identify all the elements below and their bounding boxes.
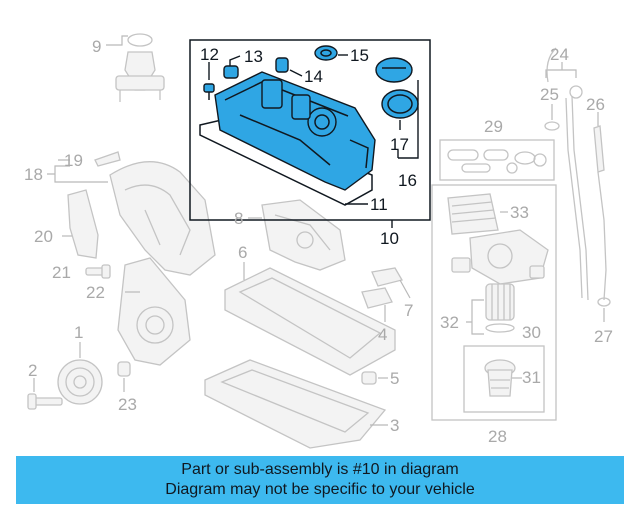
oil-filter-housing	[451, 229, 549, 285]
part-1-crank-pulley	[57, 342, 103, 405]
assembly-10-frame	[189, 39, 431, 221]
callout-7: 7	[404, 301, 413, 320]
callout-15: 15	[350, 46, 369, 65]
callout-4: 4	[378, 325, 387, 344]
callout-labels: 1 2 3 4 5 6 7 8 9 10 11 12 13 14 15 16 1…	[24, 37, 613, 446]
callout-13: 13	[244, 47, 263, 66]
part-9-oil-level-sensor	[106, 33, 165, 102]
part-14-grommet	[275, 57, 289, 73]
callout-28: 28	[488, 427, 507, 446]
callout-32: 32	[440, 313, 459, 332]
part-4-gasket	[361, 287, 393, 322]
callout-19: 19	[64, 151, 83, 170]
part-24-dipstick-assembly	[545, 47, 589, 301]
part-16-filler-cap	[375, 57, 413, 83]
part-10-valve-cover-assembly	[189, 39, 431, 228]
callout-29: 29	[484, 117, 503, 136]
callout-1: 1	[74, 323, 83, 342]
callout-12: 12	[200, 45, 219, 64]
part-31-filter-cap	[484, 359, 522, 397]
callout-26: 26	[586, 95, 605, 114]
part-32-oil-filter-element	[466, 283, 515, 335]
group-29-frame	[439, 139, 555, 181]
callout-14: 14	[304, 67, 323, 86]
callout-24: 24	[550, 45, 569, 64]
part-2-pulley-bolt	[27, 378, 63, 410]
part-33-oil-cooler	[447, 193, 508, 235]
notice-line-2: Diagram may not be specific to your vehi…	[165, 481, 475, 498]
group-30-frame	[463, 345, 545, 413]
callout-2: 2	[28, 361, 37, 380]
callout-17: 17	[390, 135, 409, 154]
callout-33: 33	[510, 203, 529, 222]
part-29-seal-kit	[439, 139, 555, 181]
callout-30: 30	[522, 323, 541, 342]
part-5-drain-plug	[361, 371, 388, 385]
callout-22: 22	[86, 283, 105, 302]
callout-3: 3	[390, 416, 399, 435]
callout-23: 23	[118, 395, 137, 414]
part-15-seal	[314, 45, 338, 61]
diagram-notice-banner: Part or sub-assembly is #10 in diagram D…	[16, 456, 624, 504]
part-8-bracket	[248, 199, 346, 271]
part-17-cap-seal	[381, 89, 419, 119]
notice-line-1: Part or sub-assembly is #10 in diagram	[181, 461, 459, 478]
callout-20: 20	[34, 227, 53, 246]
part-23-plug	[117, 361, 131, 392]
callout-11: 11	[370, 195, 388, 214]
valve-cover-body	[214, 71, 376, 191]
part-22-crank-seal-cover	[117, 257, 191, 366]
part-6-oil-pan-upper	[224, 262, 396, 376]
part-18-timing-cover	[47, 151, 216, 276]
parts-diagram: 1 2 3 4 5 6 7 8 9 10 11 12 13 14 15 16 1…	[24, 33, 613, 449]
part-27-o-ring	[597, 297, 611, 322]
callout-27: 27	[594, 327, 613, 346]
part-3-oil-pan-lower	[204, 359, 388, 449]
callout-31: 31	[522, 368, 541, 387]
part-7-gasket	[371, 267, 411, 299]
part-12-bolt	[203, 83, 215, 100]
part-26-dipstick-tube	[593, 112, 607, 301]
oil-filler-neck	[307, 107, 337, 137]
callout-10: 10	[380, 229, 399, 248]
part-25-o-ring	[544, 104, 560, 131]
group-28-frame	[431, 184, 557, 421]
callout-5: 5	[390, 369, 399, 388]
part-13-plug	[223, 65, 239, 79]
callout-18: 18	[24, 165, 43, 184]
callout-8: 8	[234, 209, 243, 228]
callout-16: 16	[398, 171, 417, 190]
callout-9: 9	[92, 37, 101, 56]
callout-6: 6	[238, 243, 247, 262]
part-28-oil-filter-housing-group	[431, 184, 557, 421]
callout-21: 21	[52, 263, 71, 282]
part-21-bolt	[85, 264, 111, 279]
callout-25: 25	[540, 85, 559, 104]
